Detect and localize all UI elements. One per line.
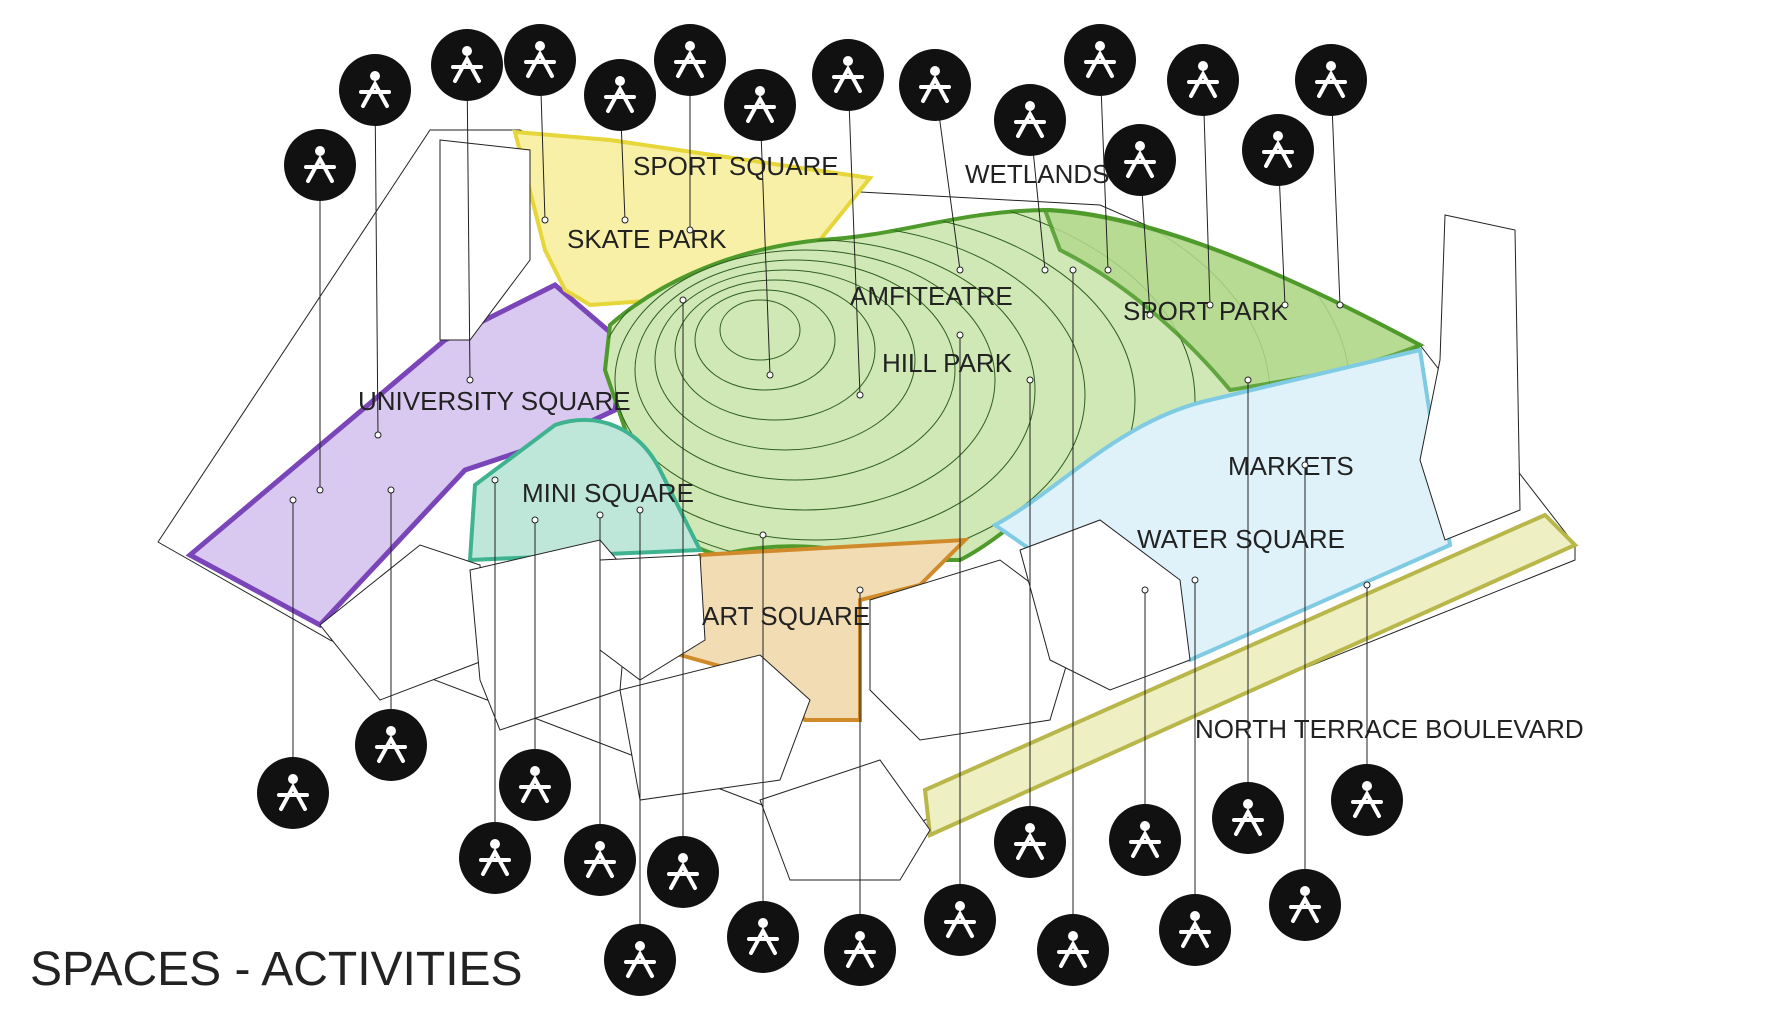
leader-anchor	[686, 226, 694, 234]
swimming-icon	[1242, 114, 1314, 186]
leader-anchor	[856, 586, 864, 594]
zone-north-terrace-boulevard	[922, 512, 1579, 838]
cycling-icon	[257, 757, 329, 829]
leader-anchor	[759, 531, 767, 539]
leader-anchor	[1104, 266, 1112, 274]
radio-icon	[355, 709, 427, 781]
restaurant-icon	[459, 822, 531, 894]
label-art-square: ART SQUARE	[702, 601, 870, 631]
label-skate-park: SKATE PARK	[567, 224, 727, 254]
stroller-icon	[1064, 24, 1136, 96]
label-markets: MARKETS	[1228, 451, 1354, 481]
label-amfiteatre: AMFITEATRE	[850, 281, 1013, 311]
leader-anchor	[1191, 576, 1199, 584]
leader-anchor	[956, 266, 964, 274]
dog-walking-icon	[1104, 124, 1176, 196]
leader-line	[466, 64, 471, 381]
leader-anchor	[1363, 581, 1371, 589]
label-hill-park: HILL PARK	[882, 348, 1013, 378]
dancing-icon	[604, 924, 676, 996]
label-university-square: UNIVERSITY SQUARE	[358, 386, 631, 416]
leader-anchor	[621, 216, 629, 224]
rollerblading-icon	[504, 24, 576, 96]
leader-anchor	[679, 296, 687, 304]
cycling-icon-2	[1109, 804, 1181, 876]
leader-line	[374, 89, 379, 436]
skateboarding-icon	[654, 24, 726, 96]
sculpture-icon	[727, 901, 799, 973]
flower-icon	[994, 806, 1066, 878]
leader-anchor	[289, 496, 297, 504]
label-wetlands: WETLANDS	[965, 159, 1109, 189]
leader-anchor	[1026, 376, 1034, 384]
water-play-icon	[1269, 869, 1341, 941]
label-sport-park: SPORT PARK	[1123, 296, 1288, 326]
leader-anchor	[766, 371, 774, 379]
label-mini-square: MINI SQUARE	[522, 478, 694, 508]
kiosk-icon	[1159, 894, 1231, 966]
leader-anchor	[541, 216, 549, 224]
leader-anchor	[316, 486, 324, 494]
leader-anchor	[1141, 586, 1149, 594]
leader-line	[1330, 79, 1341, 306]
exercise-equipment-icon	[724, 69, 796, 141]
pavilion-icon	[924, 884, 996, 956]
food-market-icon	[1037, 914, 1109, 986]
label-water-square: WATER SQUARE	[1137, 524, 1345, 554]
coffee-cup-icon	[431, 29, 503, 101]
wheelchair-icon	[1167, 44, 1239, 116]
leader-anchor	[1301, 461, 1309, 469]
leader-anchor	[956, 331, 964, 339]
leader-anchor	[1206, 301, 1214, 309]
leader-anchor	[531, 516, 539, 524]
football-field-icon	[584, 59, 656, 131]
leader-line	[847, 74, 861, 396]
leader-anchor	[636, 506, 644, 514]
sun-lounger-icon	[284, 129, 356, 201]
leader-anchor	[596, 511, 604, 519]
leader-anchor	[466, 376, 474, 384]
label-north-terrace-boulevard: NORTH TERRACE BOULEVARD	[1195, 714, 1584, 744]
leader-anchor	[856, 391, 864, 399]
zone-mini-square	[467, 418, 704, 563]
leader-anchor	[1244, 376, 1252, 384]
page-title: SPACES - ACTIVITIES	[30, 943, 523, 996]
wine-icon	[564, 824, 636, 896]
leader-anchor	[491, 476, 499, 484]
yoga-family-icon	[994, 84, 1066, 156]
leader-anchor	[1146, 311, 1154, 319]
leader-anchor	[387, 486, 395, 494]
leader-anchor	[1336, 301, 1344, 309]
music-horn-icon	[1331, 764, 1403, 836]
art-installation-icon	[824, 914, 896, 986]
hiking-icon	[647, 836, 719, 908]
label-sport-square: SPORT SQUARE	[633, 151, 839, 181]
climbing-icon	[812, 39, 884, 111]
reading-icon	[339, 54, 411, 126]
leader-anchor	[1041, 266, 1049, 274]
activity-icons	[257, 24, 1403, 996]
leader-anchor	[1069, 266, 1077, 274]
leader-anchor	[374, 431, 382, 439]
audience-icon	[899, 49, 971, 121]
leader-line	[1202, 79, 1211, 306]
leader-line	[759, 104, 771, 376]
cafe-dining-icon	[499, 749, 571, 821]
cocktail-icon	[1295, 44, 1367, 116]
picnic-table-icon	[1212, 782, 1284, 854]
leader-anchor	[1281, 301, 1289, 309]
